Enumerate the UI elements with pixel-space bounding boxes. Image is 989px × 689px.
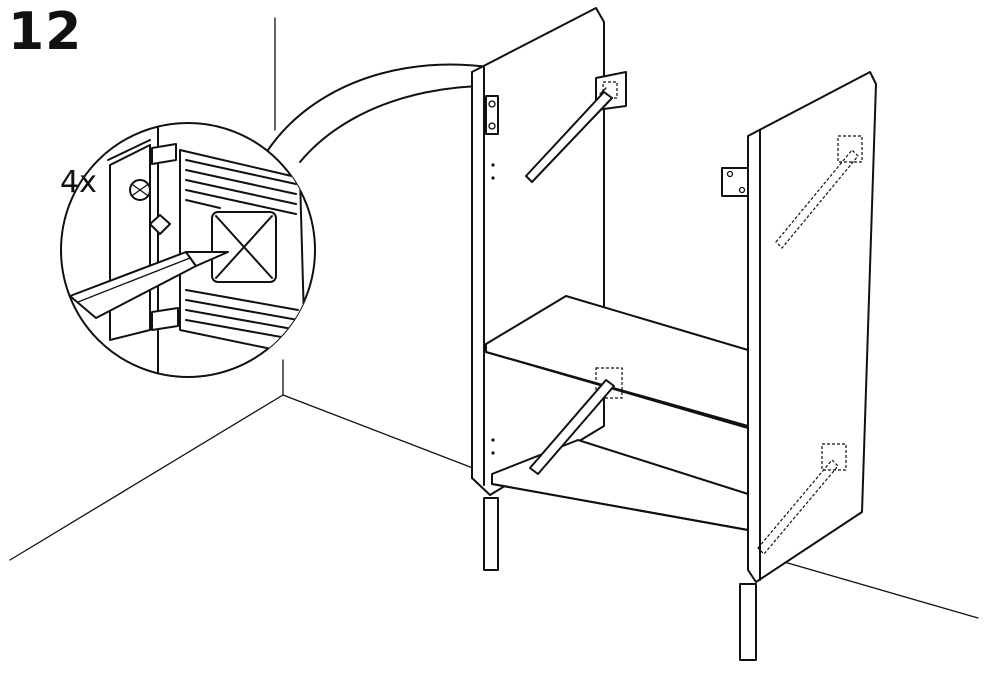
room-lines xyxy=(9,17,979,619)
shelf xyxy=(485,295,749,427)
right-side-panel xyxy=(747,71,877,583)
pencil-icon xyxy=(757,443,847,555)
bracket-ridges xyxy=(185,159,299,341)
step-number: 12 xyxy=(8,2,83,62)
screw-icon xyxy=(129,179,151,201)
bracket-icon xyxy=(721,167,749,197)
pencil-icon xyxy=(525,87,613,183)
detail-callout xyxy=(60,122,316,378)
legs xyxy=(483,497,757,661)
bracket-icon xyxy=(485,95,499,135)
pencil-icon xyxy=(775,135,863,249)
panel-holes xyxy=(491,163,495,455)
pencil-icon xyxy=(529,379,615,475)
bracket-icon xyxy=(595,367,623,399)
pencil-icon xyxy=(69,251,229,319)
mark-square xyxy=(211,211,277,283)
cabinet-frame xyxy=(471,7,877,661)
quantity-label: 4x xyxy=(60,165,97,200)
